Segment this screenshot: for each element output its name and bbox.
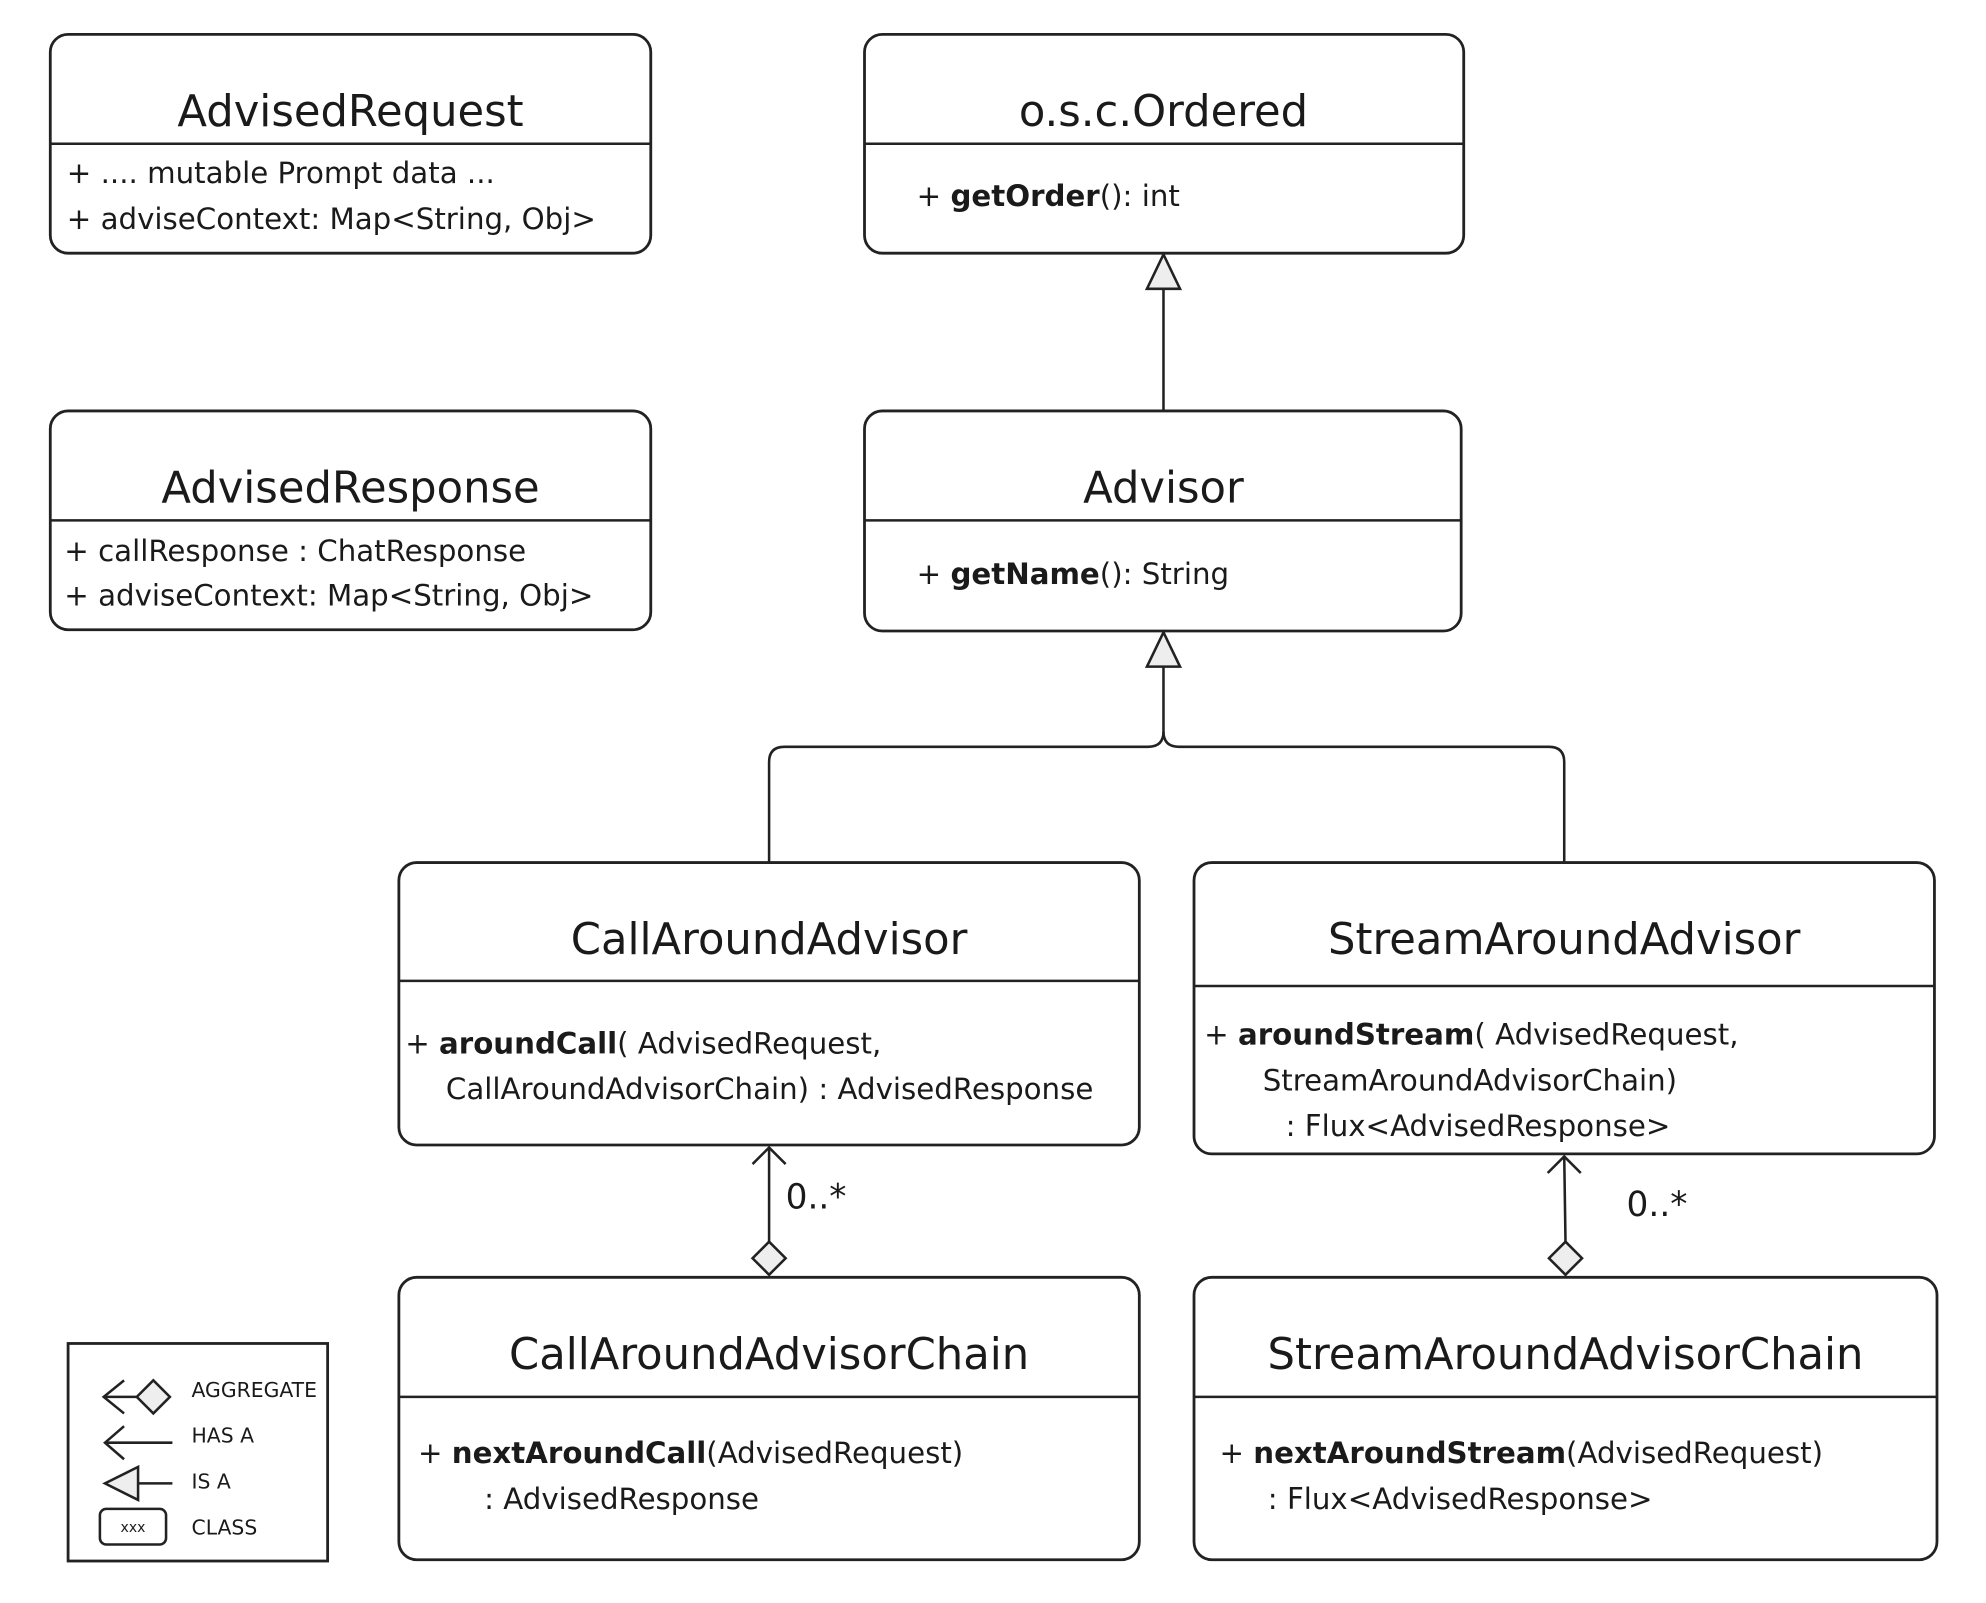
legend-class-sample: xxx (121, 1520, 146, 1536)
class-ordered: o.s.c.Ordered + getOrder(): int (863, 32, 1466, 255)
legend-has-a-icon (103, 1425, 173, 1461)
class-title: o.s.c.Ordered (1019, 87, 1308, 137)
aggregation-call-chain: 0..* (750, 1145, 847, 1277)
multiplicity-label: 0..* (786, 1178, 847, 1218)
legend-is-a-icon (102, 1464, 173, 1503)
class-title: StreamAroundAdvisorChain (1268, 1330, 1864, 1380)
class-member: + aroundStream( AdvisedRequest, (1204, 1017, 1738, 1051)
inheritance-around-advisors (767, 629, 1566, 863)
has-a-arrow-icon (751, 1145, 787, 1165)
legend-class-label: CLASS (192, 1515, 258, 1539)
class-title: CallAroundAdvisorChain (509, 1330, 1029, 1380)
is-a-arrow-icon (1144, 629, 1183, 668)
class-member: + nextAroundCall(AdvisedRequest) (418, 1436, 963, 1470)
is-a-arrow-icon (1144, 251, 1183, 291)
class-member: + adviseContext: Map<String, Obj> (67, 202, 596, 236)
class-call-around-advisor: CallAroundAdvisor + aroundCall( AdvisedR… (397, 861, 1141, 1147)
legend-aggregate-icon (101, 1378, 172, 1416)
class-member: : Flux<AdvisedResponse> (1286, 1109, 1671, 1143)
class-title: CallAroundAdvisor (571, 915, 968, 965)
class-call-around-advisor-chain: CallAroundAdvisorChain + nextAroundCall(… (397, 1275, 1141, 1562)
legend: AGGREGATE HAS A IS A xxx CLASS (66, 1342, 330, 1563)
class-title: Advisor (1083, 464, 1244, 514)
class-member: + .... mutable Prompt data ... (67, 156, 495, 190)
class-member: StreamAroundAdvisorChain) (1263, 1063, 1677, 1097)
class-advisor: Advisor + getName(): String (863, 409, 1463, 633)
class-member: + getOrder(): int (917, 179, 1180, 213)
class-member: CallAroundAdvisorChain) : AdvisedRespons… (446, 1072, 1093, 1106)
class-member: + callResponse : ChatResponse (64, 534, 526, 568)
class-stream-around-advisor: StreamAroundAdvisor + aroundStream( Advi… (1192, 861, 1936, 1156)
multiplicity-label: 0..* (1627, 1185, 1688, 1225)
class-member: + nextAroundStream(AdvisedRequest) (1219, 1436, 1823, 1470)
class-member: + getName(): String (917, 557, 1229, 591)
class-title: AdvisedResponse (161, 464, 539, 514)
class-stream-around-advisor-chain: StreamAroundAdvisorChain + nextAroundStr… (1192, 1275, 1939, 1562)
class-advised-response: AdvisedResponse + callResponse : ChatRes… (48, 409, 653, 632)
inheritance-advisor-ordered (1144, 251, 1183, 411)
has-a-arrow-icon (1546, 1154, 1582, 1174)
legend-is-a-label: IS A (192, 1470, 231, 1494)
aggregation-stream-chain: 0..* (1546, 1154, 1688, 1277)
class-title: StreamAroundAdvisor (1328, 915, 1801, 965)
class-title: AdvisedRequest (177, 87, 523, 137)
legend-class-icon: xxx (98, 1507, 168, 1546)
class-member: : Flux<AdvisedResponse> (1268, 1482, 1653, 1516)
class-member: : AdvisedResponse (484, 1482, 759, 1516)
aggregate-diamond-icon (750, 1239, 788, 1277)
class-member: + aroundCall( AdvisedRequest, (405, 1026, 881, 1060)
legend-aggregate-label: AGGREGATE (192, 1378, 317, 1402)
aggregate-diamond-icon (1547, 1239, 1584, 1277)
class-member: + adviseContext: Map<String, Obj> (64, 579, 593, 613)
legend-has-a-label: HAS A (192, 1424, 255, 1448)
class-advised-request: AdvisedRequest + .... mutable Prompt dat… (48, 32, 653, 255)
